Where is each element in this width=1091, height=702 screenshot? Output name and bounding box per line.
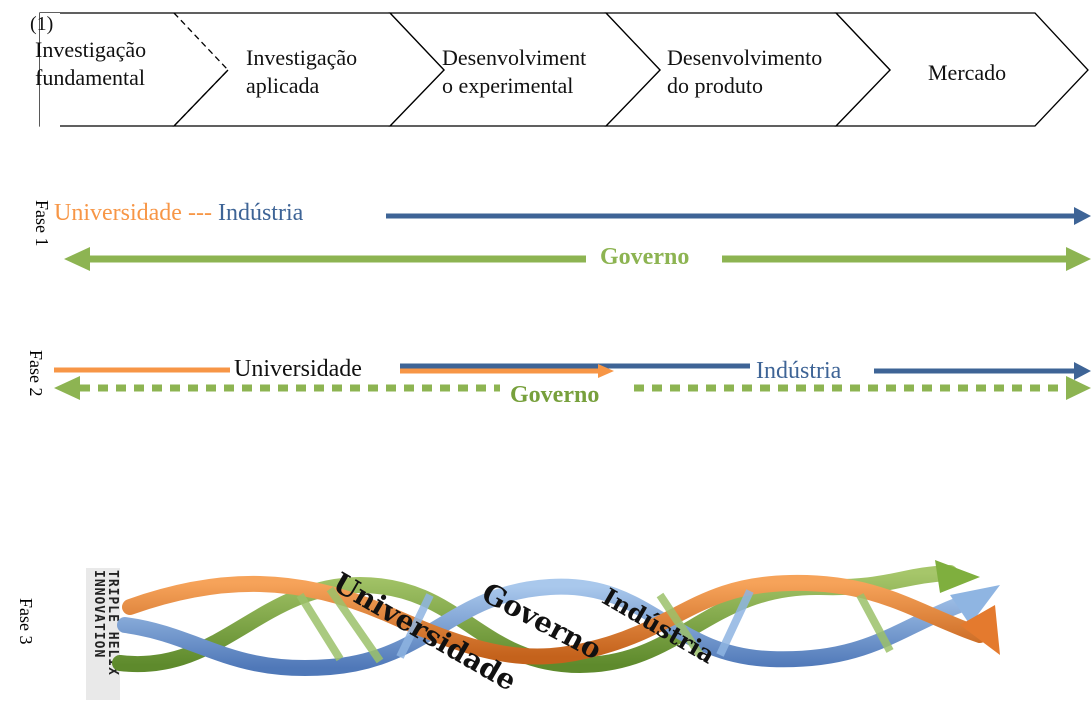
fase2-industry-arrowhead <box>1074 362 1091 380</box>
stage-marker: (1) <box>30 13 54 35</box>
stage-mercado: Mercado <box>928 60 1007 85</box>
dashed-divider <box>173 12 229 127</box>
fase1-government-arrowhead-right <box>1066 247 1091 271</box>
phase-label-3: Fase 3 <box>16 598 36 645</box>
triple-helix-logo: TRIPLE HELIX INNOVATION <box>86 568 120 700</box>
fase1-arrows <box>64 207 1091 271</box>
fase2-university-arrowhead <box>598 364 614 378</box>
fase2-university-label: Universidade <box>234 356 362 382</box>
fase2-government-arrowhead-right <box>1066 376 1091 400</box>
fase1-industry-label: Indústria <box>217 200 304 226</box>
fase2-government-arrowhead-left <box>54 376 80 400</box>
fase2-government-label: Governo <box>510 382 600 408</box>
helix-strand-university <box>122 574 988 665</box>
fase1-industry-arrowhead <box>1074 207 1091 225</box>
process-chevrons <box>39 12 1089 127</box>
helix-arrowhead-industry <box>950 585 1000 625</box>
fase1-government-arrowhead-left <box>64 247 90 271</box>
helix-arrowhead-university <box>960 605 1000 655</box>
fase1-text-line: Universidade --- Indústria <box>54 200 303 227</box>
fase1-separator: --- <box>187 200 212 226</box>
fase1-university-label: Universidade <box>54 200 182 226</box>
triple-helix-graphic <box>112 560 1000 676</box>
fase1-government-label: Governo <box>600 244 690 270</box>
helix-arrowhead-government <box>935 560 980 593</box>
fase2-arrows <box>54 362 1091 400</box>
fase2-industry-label: Indústria <box>756 358 842 384</box>
helix-strand-industry <box>117 578 978 676</box>
